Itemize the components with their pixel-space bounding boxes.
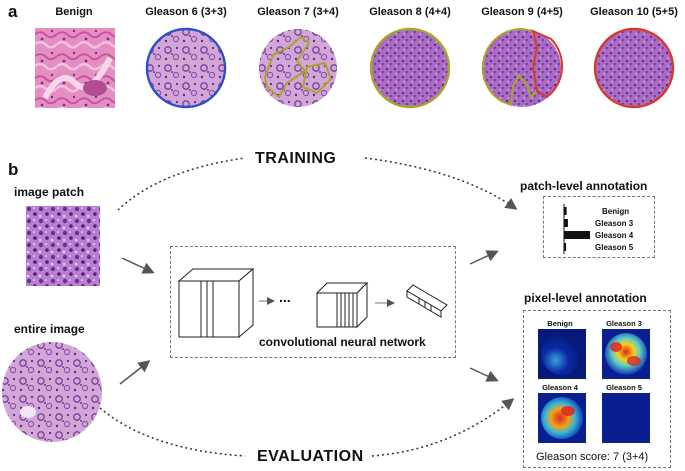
heatmap-title-gleason4: Gleason 4: [542, 383, 578, 392]
heatmap-title-gleason5: Gleason 5: [606, 383, 642, 392]
bar-label-gleason3: Gleason 3: [595, 219, 634, 228]
tissue-image-gleason6: [145, 27, 227, 109]
pixel-annotation-box: Benign Gleason 3 Gleason 4 Gleason 5 Gle…: [523, 310, 671, 468]
entire-image-thumbnail: [2, 342, 102, 442]
grade-label-gleason8: Gleason 8 (4+4): [369, 6, 451, 18]
patch-annotation-box: Benign Gleason 3 Gleason 4 Gleason 5: [543, 196, 655, 258]
tissue-image-gleason8: [369, 27, 451, 109]
heatmap-gleason5: [602, 393, 650, 443]
bar-label-gleason4: Gleason 4: [595, 231, 634, 240]
image-patch-thumbnail: [26, 206, 100, 286]
evaluation-label: EVALUATION: [257, 448, 364, 465]
cnn-ellipsis: ...: [279, 289, 291, 305]
cnn-box: ... convolutional neural network: [170, 246, 456, 358]
evaluation-curve-right: [371, 398, 515, 457]
cnn-to-patch-annotation-arrow: [469, 250, 499, 265]
entire-image-label: entire image: [14, 322, 85, 336]
gleason-score-text: Gleason score: 7 (3+4): [536, 451, 649, 463]
pixel-annotation-title: pixel-level annotation: [524, 291, 647, 305]
tissue-image-gleason9: [481, 27, 563, 107]
heatmap-benign: [538, 329, 586, 379]
grade-label-gleason6: Gleason 6 (3+3): [145, 6, 227, 18]
tissue-image-benign: [35, 28, 115, 108]
image-patch-label: image patch: [14, 185, 85, 199]
grade-label-benign: Benign: [55, 6, 93, 18]
grade-label-gleason10: Gleason 10 (5+5): [590, 6, 678, 18]
patch-annotation-bars: [563, 204, 590, 254]
training-label: TRAINING: [255, 150, 337, 167]
tissue-image-gleason10: [593, 27, 675, 109]
bar-gleason-3: [564, 219, 568, 227]
patch-to-cnn-arrow: [121, 257, 155, 274]
bar-label-benign: Benign: [602, 207, 630, 216]
training-curve-left: [117, 157, 246, 211]
panel-b-letter: b: [8, 160, 19, 179]
heatmap-gleason4: [538, 393, 586, 443]
image-to-cnn-arrow: [119, 360, 151, 385]
heatmap-title-benign: Benign: [547, 319, 573, 328]
patch-annotation-title: patch-level annotation: [520, 179, 648, 193]
cnn-to-pixel-annotation-arrow: [469, 367, 499, 382]
heatmap-gleason3: [602, 329, 650, 379]
bar-benign: [564, 207, 567, 215]
cnn-layers-diagram: [177, 267, 448, 339]
evaluation-curve-left: [99, 407, 246, 457]
cnn-label: convolutional neural network: [259, 335, 426, 349]
bar-gleason-5: [564, 243, 567, 251]
panel-a-letter: a: [8, 2, 18, 21]
heatmap-title-gleason3: Gleason 3: [606, 319, 642, 328]
training-curve-right: [364, 157, 518, 210]
grade-label-gleason9: Gleason 9 (4+5): [481, 6, 563, 18]
bar-gleason-4: [564, 231, 590, 239]
tissue-image-gleason7: [259, 29, 337, 107]
grade-label-gleason7: Gleason 7 (3+4): [257, 6, 339, 18]
bar-label-gleason5: Gleason 5: [595, 243, 634, 252]
